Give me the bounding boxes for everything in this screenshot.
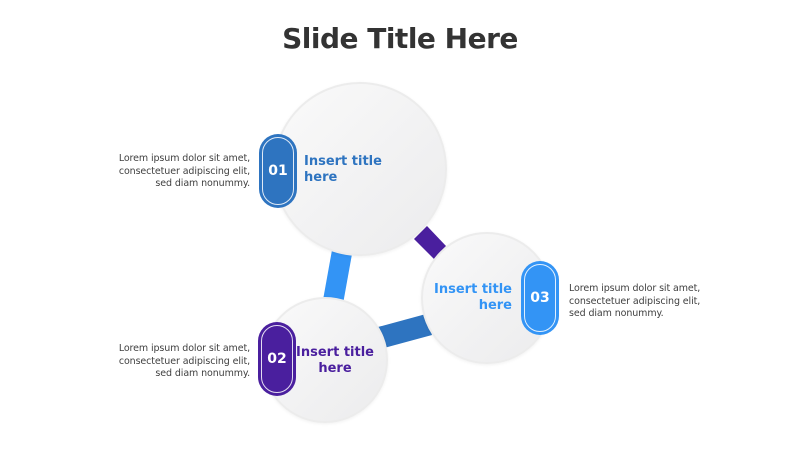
badge-outline (261, 325, 293, 393)
step-2-badge: 02 (258, 322, 296, 396)
step-3-number: 03 (530, 290, 550, 306)
step-3-description: Lorem ipsum dolor sit amet, consectetuer… (569, 283, 701, 319)
step-3-title: Insert title here (434, 282, 512, 313)
step-1-circle (273, 82, 447, 256)
step-1-description: Lorem ipsum dolor sit amet, consectetuer… (118, 153, 250, 189)
step-1-badge: 01 (259, 134, 297, 208)
step-2-title: Insert title here (296, 345, 374, 376)
step-2-description: Lorem ipsum dolor sit amet, consectetuer… (118, 343, 250, 379)
slide-title: Slide Title Here (282, 22, 518, 55)
badge-outline (262, 137, 294, 205)
connector-1-2 (323, 250, 352, 304)
step-1-title: Insert title here (304, 154, 382, 185)
connector-2-3 (378, 314, 432, 348)
connector-1-3 (414, 226, 446, 259)
badge-outline (524, 264, 556, 332)
step-2-number: 02 (267, 351, 287, 367)
step-1-number: 01 (268, 163, 288, 179)
step-3-badge: 03 (521, 261, 559, 335)
